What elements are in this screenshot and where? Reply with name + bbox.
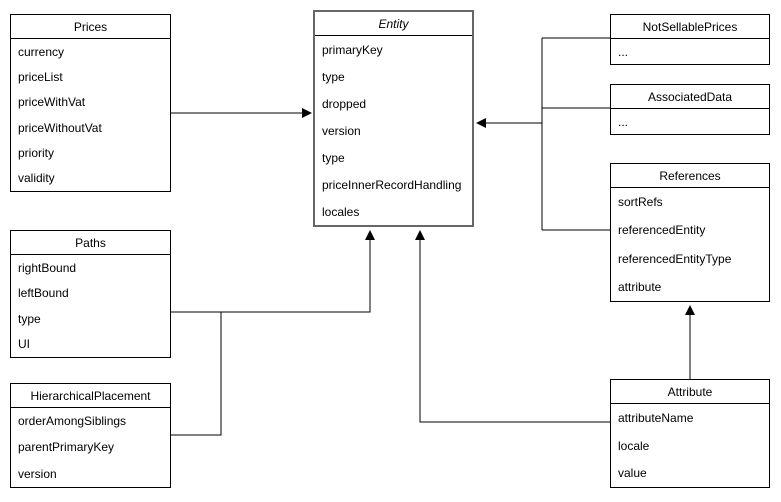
attribute-row: dropped	[322, 96, 367, 111]
box-title-associated-data: AssociatedData	[611, 85, 769, 109]
attribute-row: validity	[18, 171, 55, 186]
box-title-attribute: Attribute	[611, 380, 769, 404]
attribute-row: priceWithVat	[18, 95, 86, 110]
connector-paths-to-entity	[171, 230, 375, 313]
entity-box-references: References sortRefs referencedEntity ref…	[610, 163, 770, 302]
box-rows: currency priceList priceWithVat priceWit…	[11, 39, 170, 191]
connector-hierarchicalplacement-join	[171, 312, 222, 436]
attribute-row: referencedEntityType	[618, 251, 732, 266]
attribute-row: attribute	[618, 279, 662, 294]
attribute-row: priceInnerRecordHandling	[322, 177, 462, 192]
attribute-row: UI	[18, 337, 30, 352]
box-rows: primaryKey type dropped version type pri…	[315, 36, 472, 225]
attribute-row: priceWithoutVat	[18, 120, 102, 135]
box-rows: orderAmongSiblings parentPrimaryKey vers…	[11, 408, 170, 487]
attribute-row: locales	[322, 204, 360, 219]
box-rows: attributeName locale value	[611, 404, 769, 487]
attribute-row: ...	[618, 114, 629, 129]
entity-box-entity: Entity primaryKey type dropped version t…	[313, 10, 474, 227]
attribute-row: ...	[618, 44, 629, 59]
attribute-row: currency	[18, 44, 65, 59]
attribute-row: priority	[18, 145, 55, 160]
connector-attribute-to-entity	[415, 230, 610, 423]
attribute-row: primaryKey	[322, 42, 383, 57]
attribute-row: referencedEntity	[618, 223, 706, 238]
entity-box-not-sellable-prices: NotSellablePrices ...	[610, 14, 770, 65]
attribute-row: type	[18, 311, 41, 326]
attribute-row: orderAmongSiblings	[18, 414, 127, 429]
box-title-hierarchical-placement: HierarchicalPlacement	[11, 384, 170, 408]
box-rows: ...	[611, 39, 769, 64]
attribute-row: attributeName	[618, 410, 694, 425]
entity-box-paths: Paths rightBound leftBound type UI	[10, 230, 171, 358]
attribute-row: leftBound	[18, 286, 69, 301]
box-rows: sortRefs referencedEntity referencedEnti…	[611, 188, 769, 301]
box-title-paths: Paths	[11, 231, 170, 255]
box-title-not-sellable-prices: NotSellablePrices	[611, 15, 769, 39]
box-rows: rightBound leftBound type UI	[11, 255, 170, 357]
entity-box-hierarchical-placement: HierarchicalPlacement orderAmongSiblings…	[10, 383, 171, 488]
attribute-row: priceList	[18, 69, 63, 84]
attribute-row: locale	[618, 438, 650, 453]
box-title-prices: Prices	[11, 15, 170, 39]
attribute-row: version	[18, 466, 57, 481]
attribute-row: type	[322, 69, 345, 84]
attribute-row: sortRefs	[618, 195, 663, 210]
attribute-row: version	[322, 123, 361, 138]
box-title-entity: Entity	[315, 12, 472, 36]
entity-box-prices: Prices currency priceList priceWithVat p…	[10, 14, 171, 192]
box-rows: ...	[611, 109, 769, 134]
entity-box-attribute: Attribute attributeName locale value	[610, 379, 770, 488]
attribute-row: type	[322, 150, 345, 165]
entity-box-associated-data: AssociatedData ...	[610, 84, 770, 135]
attribute-row: rightBound	[18, 260, 77, 275]
box-title-references: References	[611, 164, 769, 188]
attribute-row: value	[618, 466, 647, 481]
attribute-row: parentPrimaryKey	[18, 440, 115, 455]
